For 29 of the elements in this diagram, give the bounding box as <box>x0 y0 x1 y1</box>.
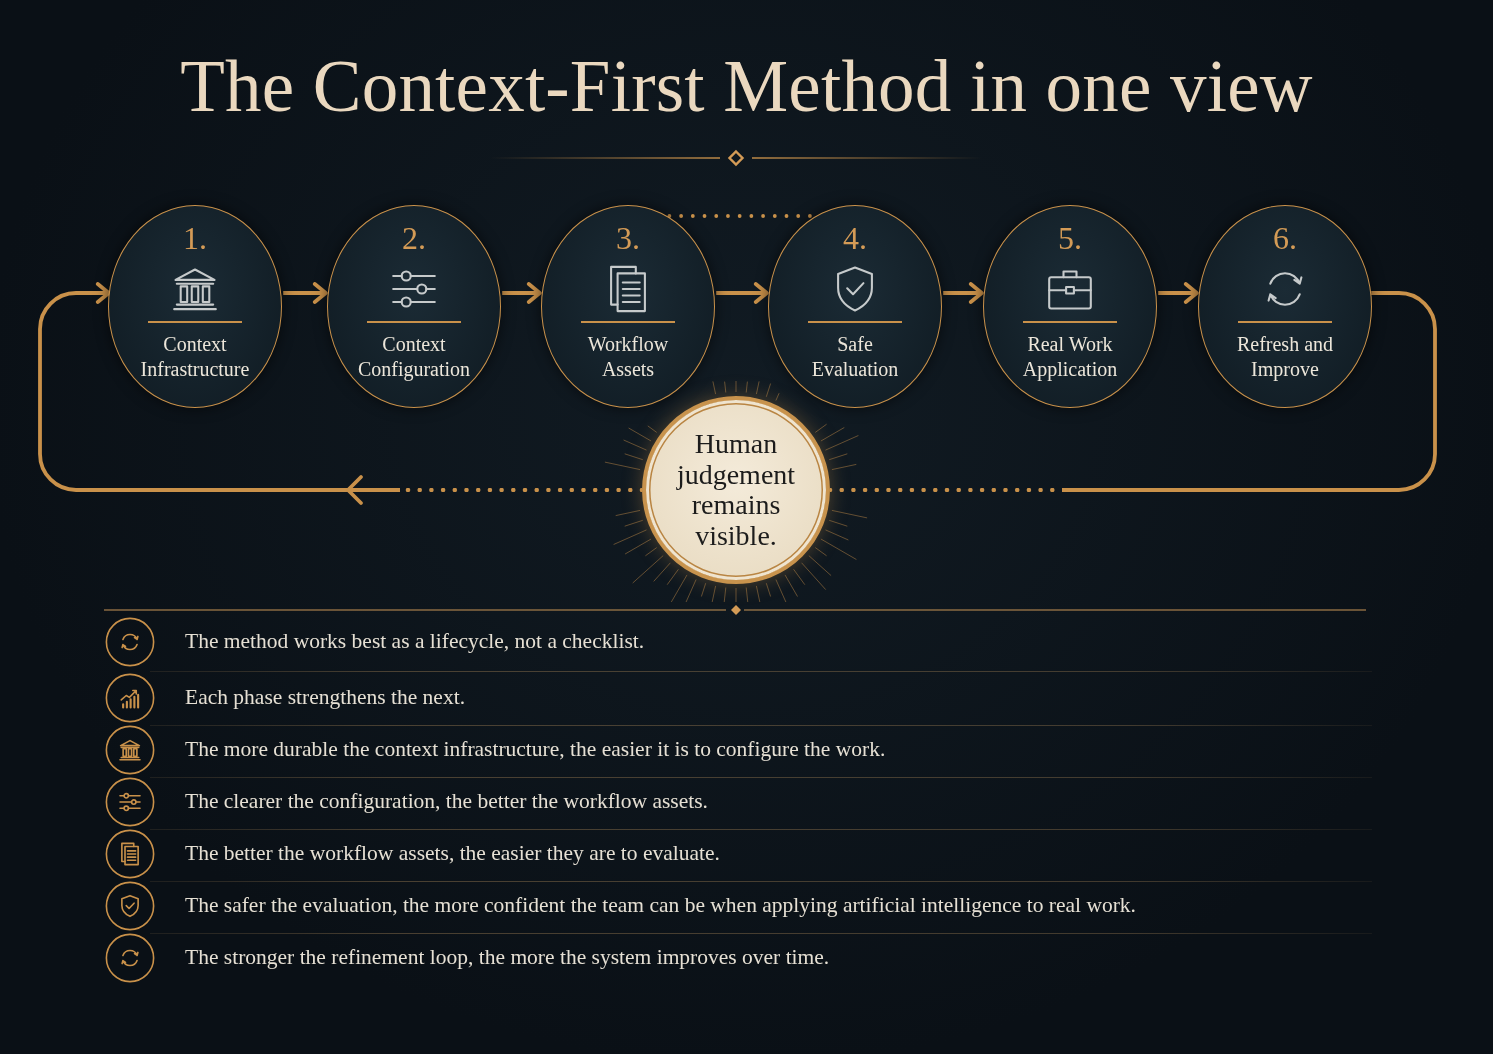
phase-label: Real Work Application <box>1021 332 1119 382</box>
step-number: 2. <box>402 220 426 256</box>
loop-arrow <box>38 282 642 492</box>
statement-text: The stronger the refinement loop, the more the system improves over time. <box>185 944 830 971</box>
loop-line <box>830 291 1437 492</box>
hub-circle <box>642 396 830 584</box>
statement-text: The safer the evaluation, the more confident the team can be when applying artificial intelligence to real work. <box>185 892 1136 919</box>
phase-label: Safe Evaluation <box>810 332 900 382</box>
arrow <box>283 282 328 304</box>
arrow <box>1158 282 1199 304</box>
statement-text: Each phase strengthens the next. <box>185 684 465 711</box>
phase-label: Refresh and Improve <box>1235 332 1335 382</box>
step-number: 3. <box>616 220 640 256</box>
statement-text: The better the workflow assets, the easier they are to evaluate. <box>185 840 720 867</box>
statement-text: The clearer the configuration, the better the workflow assets. <box>185 788 708 815</box>
arrow <box>502 282 542 304</box>
title: The Context-First Method in one view <box>180 46 1313 128</box>
phase-label: Context Configuration <box>356 332 472 382</box>
step-number: 1. <box>183 220 207 256</box>
arrow <box>943 282 984 304</box>
step-number: 6. <box>1273 220 1297 256</box>
step-number: 4. <box>843 220 867 256</box>
phase-label: Context Infrastructure <box>139 332 251 382</box>
arrow <box>716 282 769 304</box>
phase-label: Workflow Assets <box>586 332 670 382</box>
step-number: 5. <box>1058 220 1082 256</box>
hub-text: Human judgement remains visible. <box>675 429 797 551</box>
statement-text: The method works best as a lifecycle, not a checklist. <box>185 628 645 655</box>
statement-text: The more durable the context infrastructure, the easier it is to configure the work. <box>185 736 886 763</box>
